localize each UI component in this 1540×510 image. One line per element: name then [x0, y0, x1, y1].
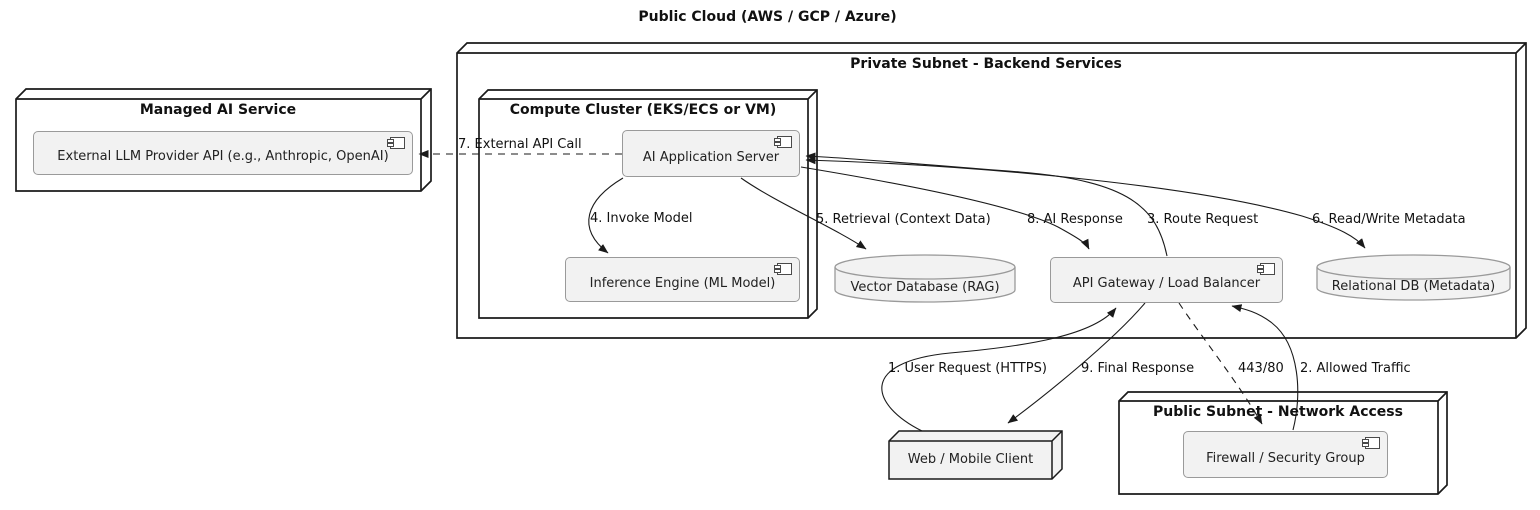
managed-ai-title: Managed AI Service — [139, 102, 297, 118]
component-icon — [386, 137, 405, 149]
component-icon — [773, 136, 792, 148]
component-icon — [1361, 437, 1380, 449]
edge-label-5: 5. Retrieval (Context Data) — [816, 212, 991, 227]
private-subnet-title: Private Subnet - Backend Services — [850, 56, 1122, 72]
edge-label-6: 6. Read/Write Metadata — [1312, 212, 1466, 227]
component-llm-api-label: External LLM Provider API (e.g., Anthrop… — [57, 149, 389, 164]
diagram-title: Public Cloud (AWS / GCP / Azure) — [638, 9, 897, 25]
component-firewall-label: Firewall / Security Group — [1206, 450, 1365, 466]
public-subnet-title: Public Subnet - Network Access — [1153, 404, 1403, 420]
arrow-2-allowed-traffic — [1231, 304, 1299, 431]
arrow-9-final-response — [1007, 302, 1146, 424]
component-firewall: Firewall / Security Group — [1183, 431, 1388, 478]
edge-label-3: 3. Route Request — [1147, 212, 1259, 227]
component-inference-engine-label: Inference Engine (ML Model) — [589, 275, 776, 291]
component-api-gateway-label: API Gateway / Load Balancer — [1072, 276, 1261, 291]
relational-db-cylinder — [1316, 254, 1511, 301]
component-app-server-label: AI Application Server — [642, 149, 780, 165]
web-client-label: Web / Mobile Client — [907, 452, 1034, 467]
arrow-6-read-write-metadata — [805, 156, 1366, 249]
component-api-gateway: API Gateway / Load Balancer — [1050, 257, 1283, 303]
edge-label-4: 4. Invoke Model — [590, 211, 693, 226]
arrow-1-user-request — [881, 307, 1117, 432]
relational-db-label: Relational DB (Metadata) — [1331, 279, 1496, 294]
component-icon — [773, 263, 792, 275]
component-llm-api: External LLM Provider API (e.g., Anthrop… — [33, 131, 413, 175]
vector-db-cylinder — [834, 254, 1016, 303]
component-app-server: AI Application Server — [622, 130, 800, 177]
web-client-node — [888, 430, 1063, 480]
arrow-4-invoke-model — [588, 177, 624, 254]
edge-label-2: 2. Allowed Traffic — [1300, 361, 1411, 376]
compute-cluster-title: Compute Cluster (EKS/ECS or VM) — [509, 102, 777, 118]
vector-db-label: Vector Database (RAG) — [850, 280, 1000, 295]
edge-label-9: 9. Final Response — [1081, 361, 1195, 376]
edge-label-8: 8. AI Response — [1027, 212, 1123, 227]
component-inference-engine: Inference Engine (ML Model) — [565, 257, 800, 302]
edge-label-443: 443/80 — [1238, 361, 1284, 376]
edge-label-7: 7. External API Call — [458, 137, 582, 152]
edge-label-1: 1. User Request (HTTPS) — [888, 361, 1047, 376]
component-icon — [1256, 263, 1275, 275]
arrow-443-80 — [1178, 302, 1263, 425]
